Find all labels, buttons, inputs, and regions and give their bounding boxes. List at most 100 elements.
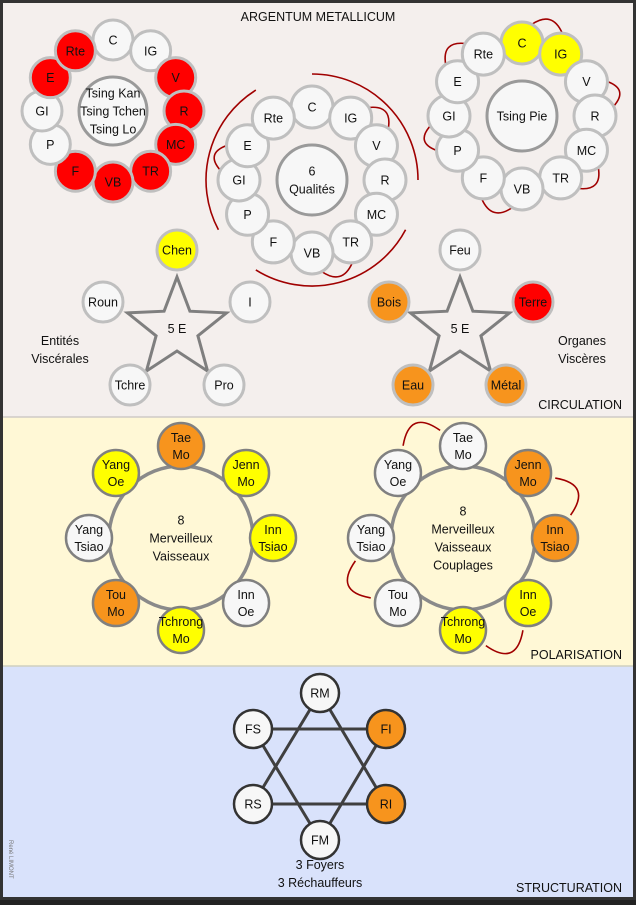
node-tsingpie-f[interactable]: F (460, 155, 506, 201)
node-tsingpie-rte-circle (460, 31, 506, 77)
node-qualites-e[interactable]: E (225, 123, 271, 169)
node-qualites-r-label: R (380, 174, 389, 188)
node-structuration-fi[interactable]: FI (365, 708, 407, 750)
node-tsingpie-mc[interactable]: MC (563, 127, 609, 173)
node-mvc-tou-mo-label: Mo (389, 605, 406, 619)
node-qualites-mc-label: MC (367, 208, 386, 222)
node-qualites-f-label: F (269, 235, 277, 249)
node-qualites-f-circle (250, 219, 296, 265)
node-entites-pro[interactable]: Pro (202, 363, 246, 407)
node-tsingpie-ig[interactable]: IG (538, 31, 584, 77)
node-tsing-rte-circle (53, 29, 97, 73)
node-mvc-yang-oe-label: Oe (390, 475, 407, 489)
node-mv-inn-tsiao-label: Tsiao (258, 540, 287, 554)
node-qualites-c[interactable]: C (289, 84, 335, 130)
node-entites-tchre[interactable]: Tchre (108, 363, 152, 407)
node-tsingpie-f-label: F (479, 171, 487, 185)
node-tsing-c[interactable]: C (91, 18, 135, 62)
node-mv-tou-mo-label: Tou (106, 588, 126, 602)
ring-center-label: 8 (178, 514, 185, 528)
node-entites-i-label: I (248, 296, 251, 310)
node-tsing-ig-label: IG (144, 44, 157, 58)
node-organes-metal[interactable]: Métal (484, 363, 528, 407)
star-caption-organes-1: Organes (558, 334, 606, 348)
node-organes-feu[interactable]: Feu (438, 228, 482, 272)
link-mvc-0-7 (402, 421, 441, 446)
node-qualites-mc[interactable]: MC (353, 191, 399, 237)
node-qualites-f[interactable]: F (250, 219, 296, 265)
node-organes-eau[interactable]: Eau (391, 363, 435, 407)
node-tsing-f[interactable]: F (53, 149, 97, 193)
node-tsingpie-e[interactable]: E (435, 59, 481, 105)
node-qualites-ig[interactable]: IG (328, 95, 374, 141)
node-mv-inn-tsiao-label: Inn (264, 523, 281, 537)
node-tsingpie-c[interactable]: C (499, 20, 545, 66)
node-mvc-tou-mo-circle (373, 578, 423, 628)
node-tsing-e[interactable]: E (28, 56, 72, 100)
author-credit: René LIMONT (7, 840, 13, 879)
node-tsingpie-vb-label: VB (514, 183, 531, 197)
node-tsing-mc[interactable]: MC (154, 122, 198, 166)
node-organes-bois[interactable]: Bois (367, 280, 411, 324)
node-tsing-ig[interactable]: IG (129, 29, 173, 73)
node-structuration-fm-label: FM (311, 834, 329, 848)
structuration-caption-2: 3 Réchauffeurs (278, 876, 363, 890)
node-tsingpie-f-circle (460, 155, 506, 201)
page-title: ARGENTUM METALLICUM (241, 10, 396, 24)
node-entites-chen-label: Chen (162, 244, 192, 258)
node-structuration-fs-circle (232, 708, 274, 750)
node-structuration-fm[interactable]: FM (299, 819, 341, 861)
node-tsingpie-tr[interactable]: TR (538, 155, 584, 201)
node-structuration-rs-label: RS (244, 798, 261, 812)
node-qualites-tr[interactable]: TR (328, 219, 374, 265)
node-qualites-vb[interactable]: VB (289, 230, 335, 276)
node-organes-bois-label: Bois (377, 296, 401, 310)
node-tsingpie-p-label: P (453, 144, 461, 158)
node-mv-inn-oe-label: Oe (238, 605, 255, 619)
node-mv-jenn-mo-label: Mo (237, 475, 254, 489)
section-label-structuration: STRUCTURATION (516, 881, 622, 895)
node-structuration-ri[interactable]: RI (365, 783, 407, 825)
node-tsingpie-vb[interactable]: VB (499, 166, 545, 212)
node-qualites-rte-label: Rte (264, 112, 284, 126)
node-structuration-fs[interactable]: FS (232, 708, 274, 750)
node-entites-chen[interactable]: Chen (155, 228, 199, 272)
node-entites-pro-label: Pro (214, 379, 234, 393)
node-qualites-v[interactable]: V (353, 123, 399, 169)
node-entites-i[interactable]: I (228, 280, 272, 324)
node-mv-tae-mo-label: Mo (172, 448, 189, 462)
node-tsing-vb[interactable]: VB (91, 160, 135, 204)
node-qualites-rte[interactable]: Rte (250, 95, 296, 141)
node-tsingpie-rte[interactable]: Rte (460, 31, 506, 77)
node-tsing-gi-label: GI (35, 105, 48, 119)
star-center-label: 5 E (168, 322, 187, 336)
node-tsing-rte[interactable]: Rte (53, 29, 97, 73)
node-mv-yang-oe-label: Yang (102, 458, 130, 472)
node-tsing-tr[interactable]: TR (129, 149, 173, 193)
node-structuration-rm[interactable]: RM (299, 672, 341, 714)
node-qualites-vb-label: VB (304, 247, 321, 261)
star-caption-entites-1: Entités (41, 334, 79, 348)
node-mvc-yang-tsiao-label: Tsiao (356, 540, 385, 554)
node-entites-roun[interactable]: Roun (81, 280, 125, 324)
node-organes-terre[interactable]: Terre (511, 280, 555, 324)
node-structuration-rs[interactable]: RS (232, 783, 274, 825)
ring-center-circle (77, 75, 149, 147)
